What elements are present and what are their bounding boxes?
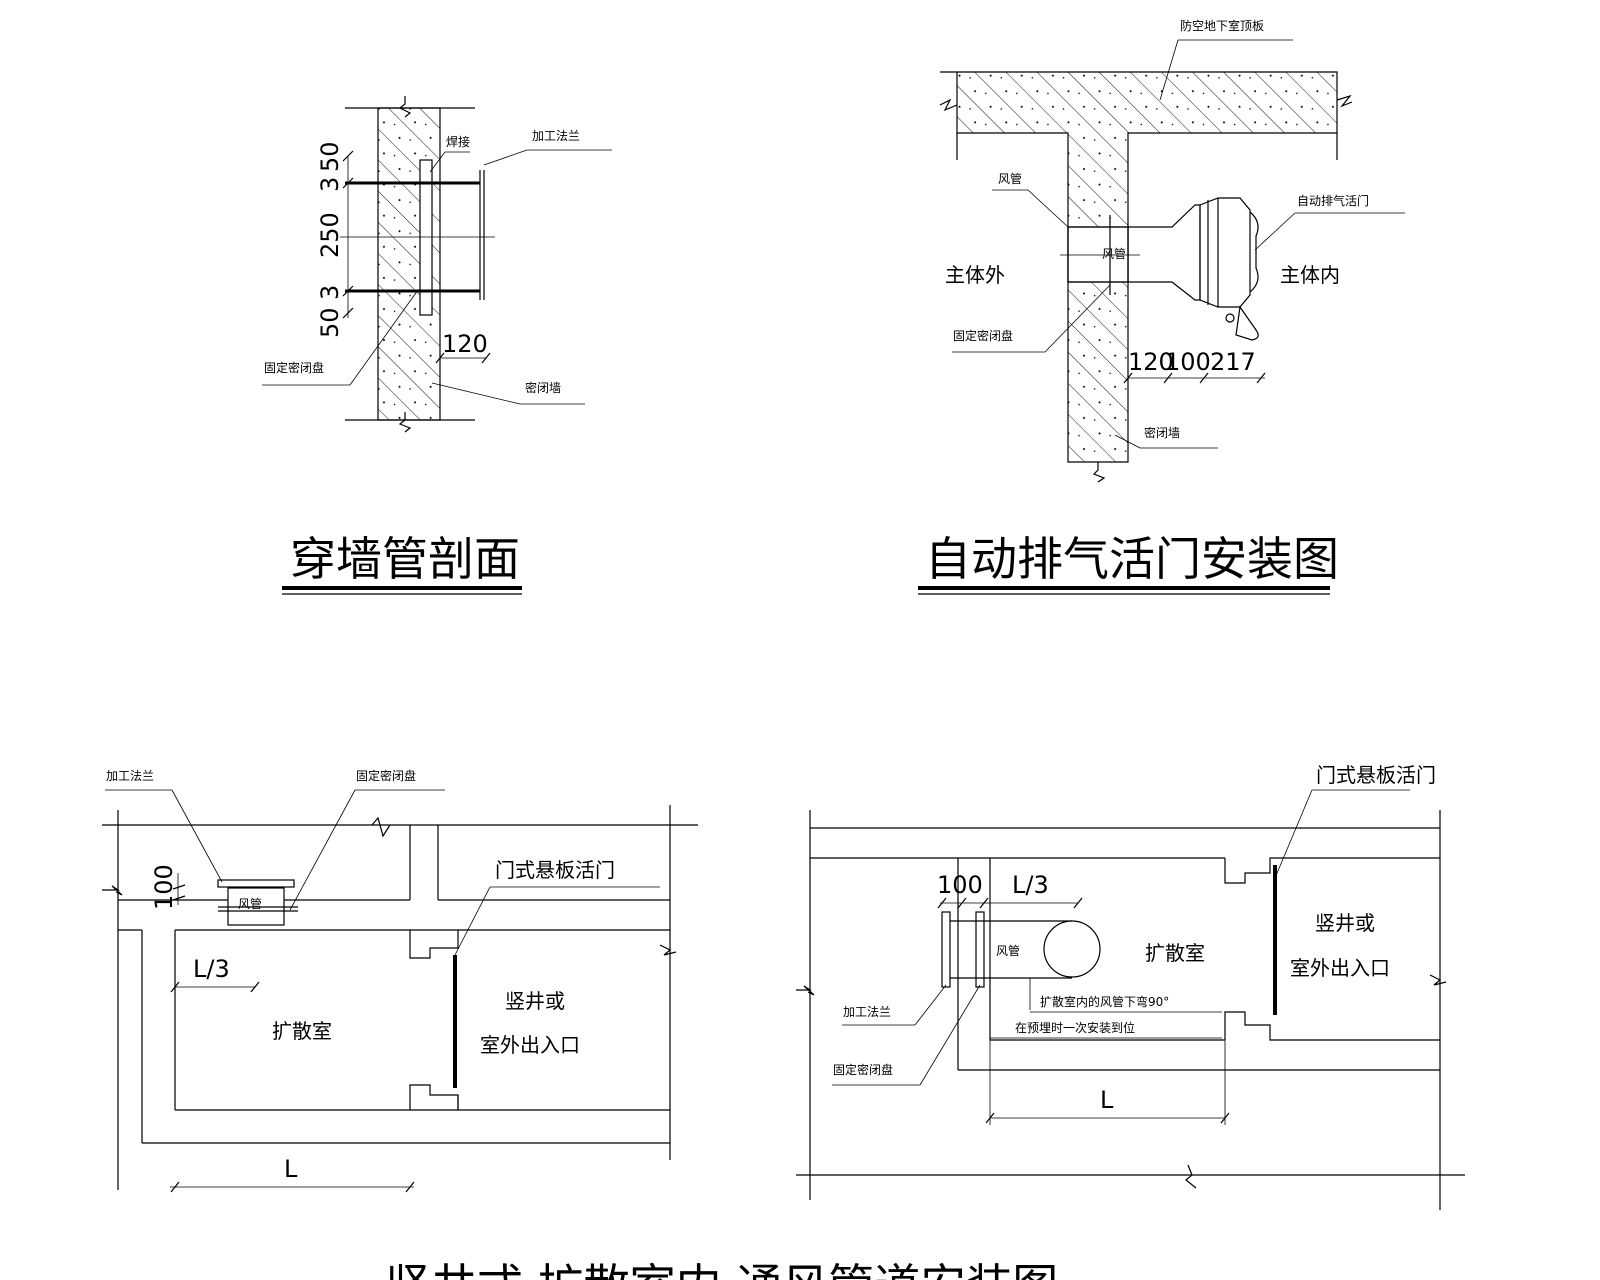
d2-label-outside: 主体外 [945, 263, 1005, 287]
d1-label-plate: 固定密闭盘 [264, 360, 324, 375]
d1-dim-120: 120 [442, 330, 488, 358]
d1-title: 穿墙管剖面 [290, 532, 520, 586]
wall-duct [1067, 226, 1129, 283]
d4-label-room: 扩散室 [1145, 941, 1205, 965]
d3-flange [217, 879, 295, 888]
d1-dim-250: 250 [316, 212, 344, 258]
d3-label-plate: 固定密闭盘 [356, 768, 416, 783]
d1-dim-50-bottom: 50 [316, 307, 344, 338]
exhaust-valve-installation: 120 100 217 防空地下室顶板 风管 风管 自动排气活门 主体外 主体内… [918, 18, 1405, 595]
d2-title: 自动排气活门安装图 [925, 532, 1339, 586]
shaft-plan-left: 风管 100 L/3 L 加工法兰 固定密闭盘 门式悬板活门 扩散室 竖井或 室… [102, 768, 698, 1193]
d2-label-duct-inner: 风管 [1102, 246, 1126, 261]
d2-dim-100: 100 [1165, 348, 1211, 376]
d1-dim-50-top: 50 [316, 141, 344, 172]
d3-label-exit2: 室外出入口 [480, 1033, 580, 1057]
d1-label-weld: 焊接 [446, 134, 470, 149]
slab-and-wall [956, 71, 1338, 463]
auto-exhaust-valve [1199, 197, 1259, 341]
sealing-plate [419, 159, 433, 316]
d4-label-flange: 加工法兰 [843, 1005, 891, 1019]
bottom-title: 竖井式 扩散室内 通风管道安装图 [385, 1259, 1058, 1280]
d2-label-duct: 风管 [998, 171, 1022, 186]
d4-note2: 在预埋时一次安装到位 [1015, 1020, 1135, 1035]
d3-label-room: 扩散室 [272, 1019, 332, 1043]
d4-duct [941, 911, 1101, 988]
d2-label-wall: 密闭墙 [1144, 425, 1180, 440]
d1-dim-ticks [342, 150, 354, 319]
d4-label-valve: 门式悬板活门 [1316, 763, 1436, 787]
d1-dim-3-top: 3 [316, 177, 344, 192]
d4-dim-100: 100 [937, 871, 983, 899]
d3-label-flange: 加工法兰 [106, 769, 154, 783]
shaft-plan-right: 风管 100 L/3 L 扩散室内的风管下弯90° 在预埋时一次安装到位 门式悬… [796, 763, 1465, 1210]
d2-label-valve: 自动排气活门 [1297, 193, 1369, 208]
d3-label-exit1: 竖井或 [505, 989, 565, 1013]
d2-label-slab: 防空地下室顶板 [1180, 18, 1264, 33]
d2-label-inside: 主体内 [1280, 263, 1340, 287]
wall-pipe-section: 50 3 250 3 50 120 焊接 加工法兰 固定密闭盘 密闭墙 穿墙管剖… [262, 96, 612, 595]
d4-label-exit2: 室外出入口 [1290, 956, 1390, 980]
d2-dim-120: 120 [1128, 348, 1174, 376]
d3-dim-100: 100 [150, 864, 178, 910]
d3-dim-L: L [284, 1155, 298, 1183]
d4-note1: 扩散室内的风管下弯90° [1040, 994, 1169, 1009]
d3-label-duct: 风管 [238, 896, 262, 911]
d4-label-plate: 固定密闭盘 [833, 1062, 893, 1077]
d3-label-valve: 门式悬板活门 [495, 858, 615, 882]
d1-label-flange: 加工法兰 [532, 129, 580, 143]
d2-dim-217: 217 [1210, 348, 1256, 376]
d1-label-wall: 密闭墙 [525, 380, 561, 395]
d4-dim-L3: L/3 [1012, 871, 1049, 899]
d4-label-duct: 风管 [996, 943, 1020, 958]
d1-dim-3-bottom: 3 [316, 285, 344, 300]
d2-label-plate: 固定密闭盘 [953, 328, 1013, 343]
d4-dim-L: L [1100, 1086, 1114, 1114]
d4-label-exit1: 竖井或 [1315, 911, 1375, 935]
d3-dim-L3: L/3 [193, 955, 230, 983]
